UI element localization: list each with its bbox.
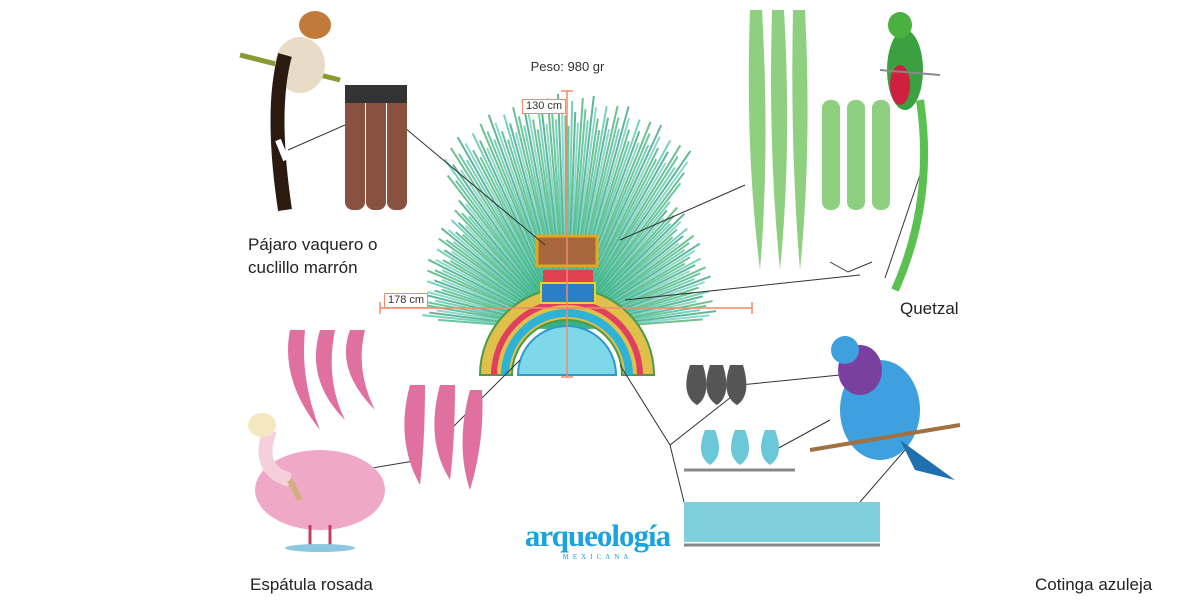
dimension-lines <box>379 90 753 378</box>
weight-label: Peso: 980 gr <box>530 59 605 74</box>
cuckoo-feathers <box>345 85 407 210</box>
spoonbill-feathers <box>288 330 483 490</box>
leader-lines <box>287 124 921 503</box>
cotinga-feathers <box>684 365 880 547</box>
height-dimension-label: 130 cm <box>522 99 567 114</box>
quetzal-feathers <box>748 10 890 270</box>
cotinga-label: Cotinga azuleja <box>1035 575 1153 594</box>
quetzal-label: Quetzal <box>900 299 959 318</box>
quetzal-illustration <box>879 12 941 292</box>
spoonbill-illustration <box>248 413 385 552</box>
logo-title: arqueología <box>524 518 671 553</box>
arqueologia-mexicana-logo: arqueología MEXICANA <box>520 520 675 562</box>
width-dimension-label: 178 cm <box>384 293 429 308</box>
logo-subtitle: MEXICANA <box>562 553 633 561</box>
cotinga-illustration <box>809 336 961 480</box>
cuckoo-label-line2: cuclillo marrón <box>248 258 358 277</box>
cuckoo-label-line1: Pájaro vaquero o <box>248 235 378 254</box>
spoonbill-label: Espátula rosada <box>250 575 373 594</box>
cuckoo-label: Pájaro vaquero o cuclillo marrón <box>248 233 377 279</box>
cuckoo-illustration <box>239 11 341 212</box>
